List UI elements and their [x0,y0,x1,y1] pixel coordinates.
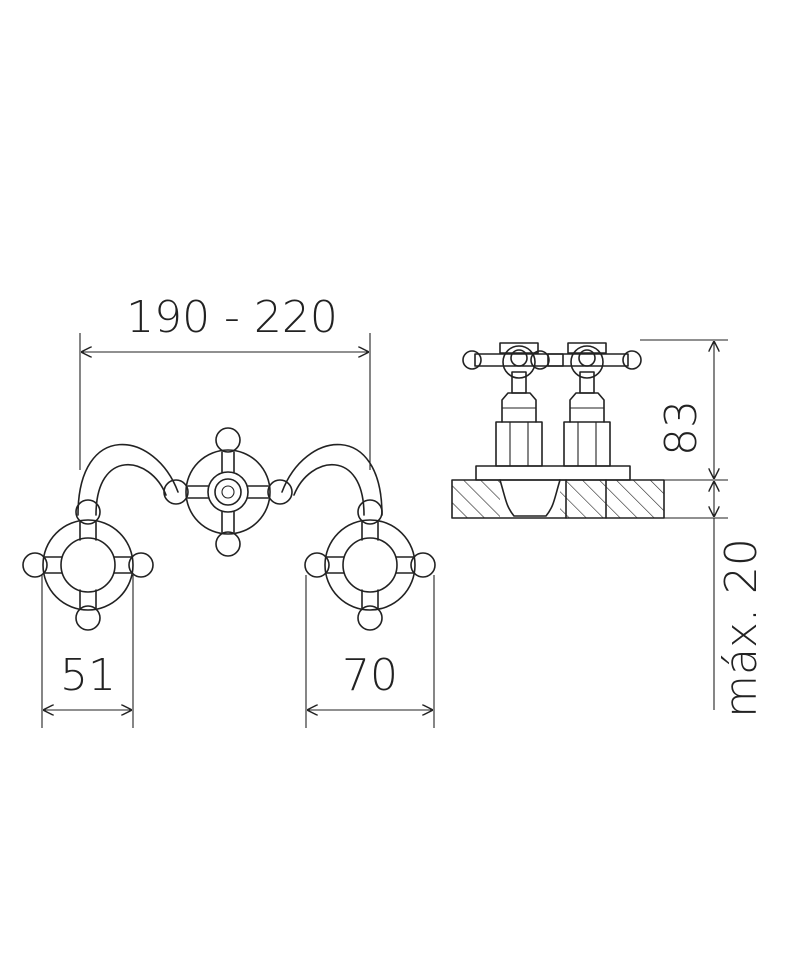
side-view: 83 máx. 20 [451,339,767,718]
center-handle [163,427,293,557]
dimension-right-width: 70 [305,575,435,728]
right-handle [304,499,436,631]
dimension-width-range: 190 - 220 [79,292,371,470]
mounting-surface [451,465,665,519]
dimension-left-offset: 51 [41,575,134,728]
dimension-max-thickness: máx. 20 [714,482,767,718]
left-handle [22,499,154,631]
dimension-height-label: 83 [656,400,707,456]
dimension-right-width-label: 70 [342,650,398,701]
valve-body-right [547,342,642,467]
dimension-max-thickness-label: máx. 20 [716,538,767,718]
spout-arch [77,443,383,516]
dimension-height: 83 [640,339,728,519]
valve-body-left [462,342,564,467]
dimension-width-range-label: 190 - 220 [126,292,338,343]
front-view: 190 - 220 51 70 [22,292,436,728]
dimension-left-offset-label: 51 [60,650,116,701]
